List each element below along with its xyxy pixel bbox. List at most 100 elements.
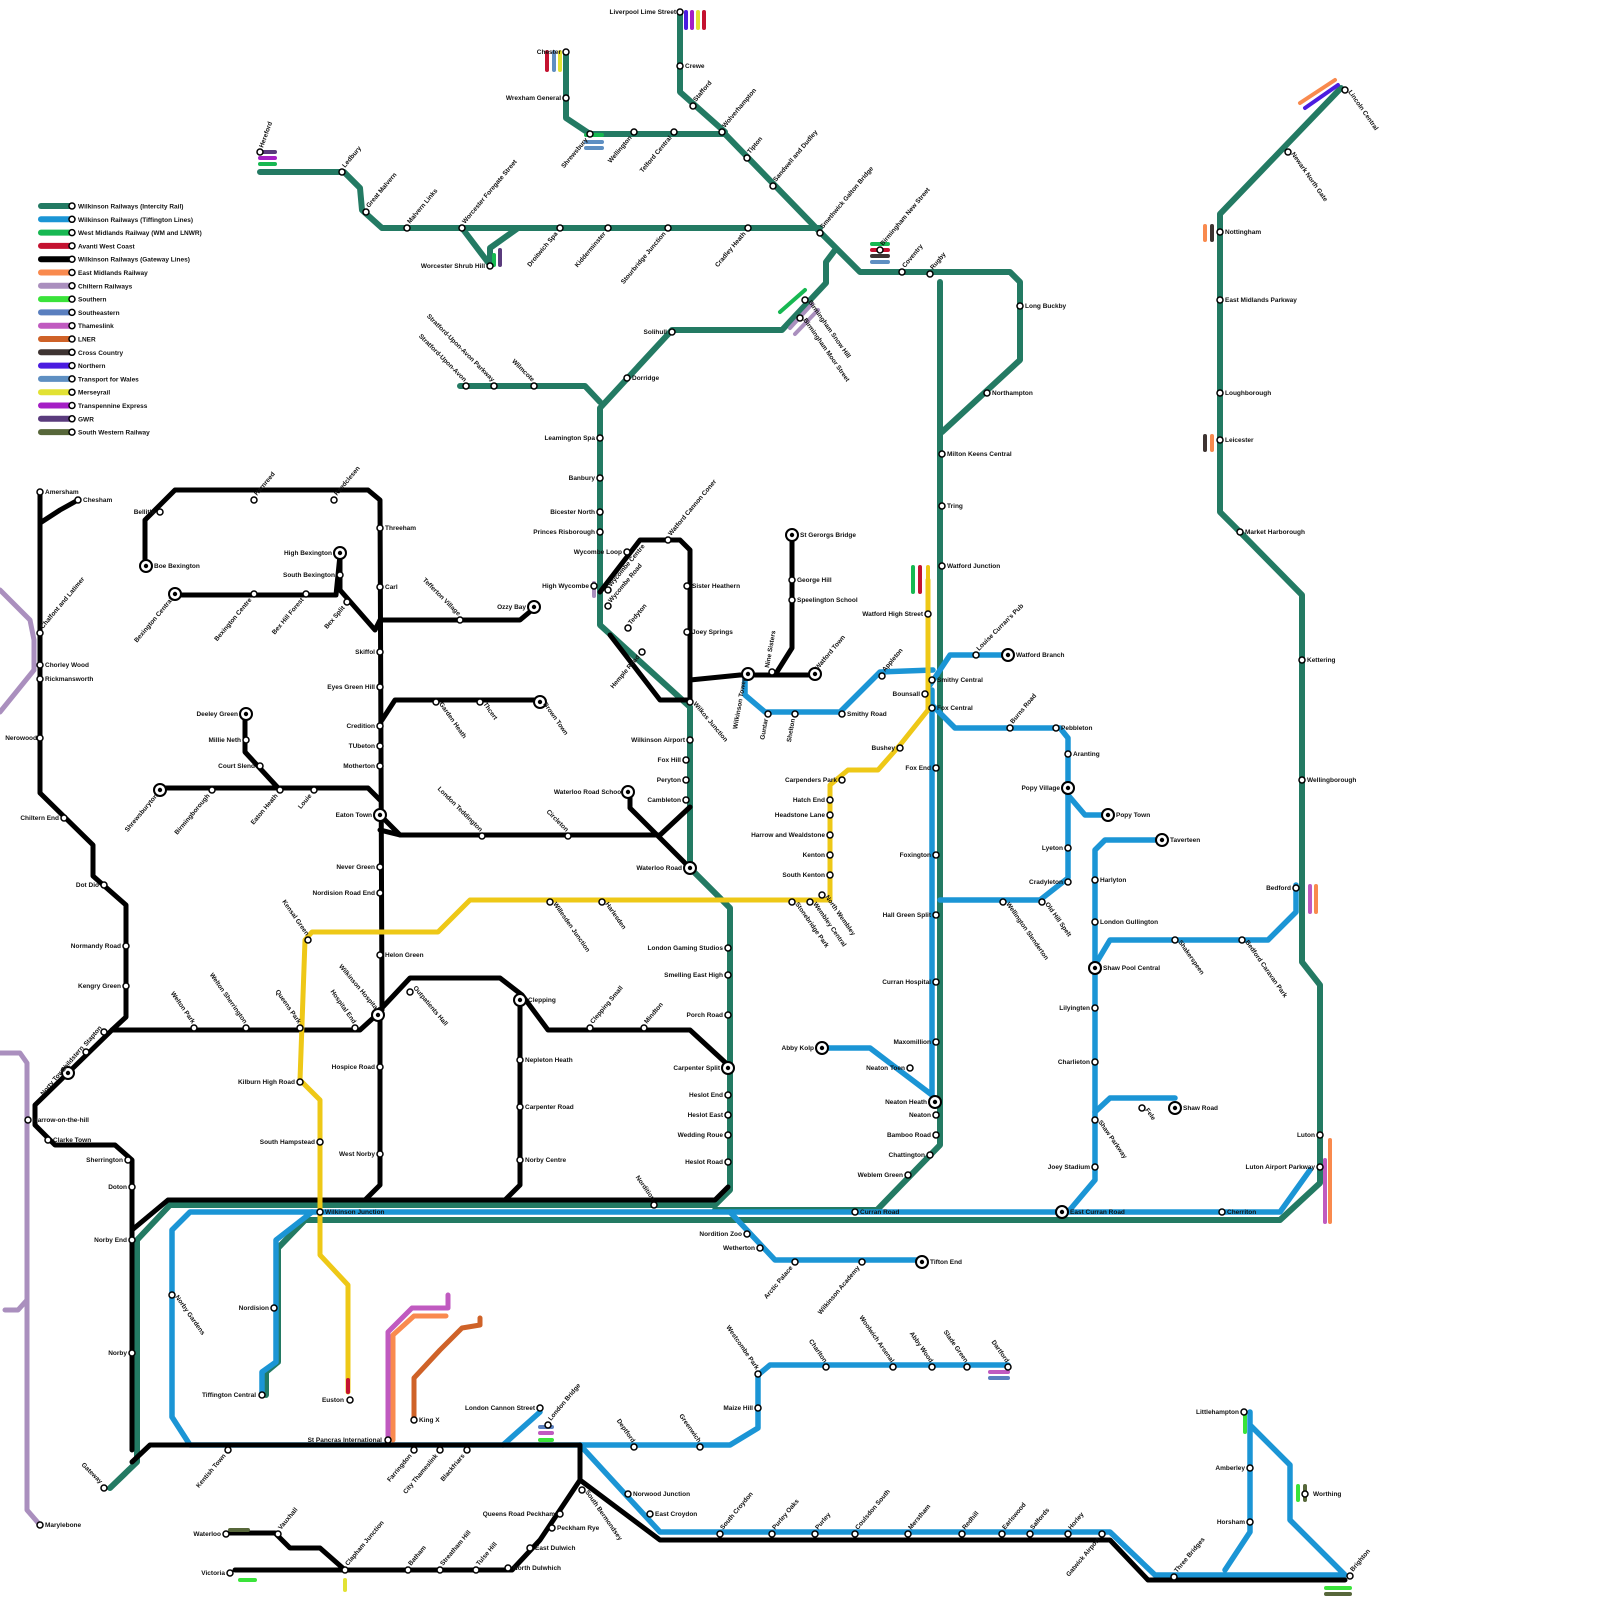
station-marker[interactable] [671,129,677,135]
station-marker[interactable] [757,1245,763,1251]
station-marker[interactable] [641,1025,647,1031]
station-marker[interactable] [839,711,845,717]
station-marker[interactable] [129,1350,135,1356]
station-marker[interactable] [929,1364,935,1370]
station-marker[interactable] [827,812,833,818]
station-marker[interactable] [755,1371,761,1377]
station-marker[interactable] [129,1237,135,1243]
station-marker[interactable] [1217,297,1223,303]
station-marker[interactable] [347,1397,353,1403]
station-marker[interactable] [377,763,383,769]
station-marker[interactable] [251,497,257,503]
station-marker[interactable] [377,890,383,896]
station-marker[interactable] [517,1157,523,1163]
station-marker[interactable] [311,787,317,793]
station-marker[interactable] [557,225,563,231]
station-marker[interactable] [625,625,631,631]
station-marker[interactable] [1017,303,1023,309]
station-marker[interactable] [719,129,725,135]
station-marker[interactable] [933,979,939,985]
station-marker[interactable] [275,1531,281,1537]
station-marker[interactable] [792,1259,798,1265]
station-marker[interactable] [1065,1531,1071,1537]
station-marker[interactable] [1092,919,1098,925]
station-marker[interactable] [1241,1409,1247,1415]
station-marker[interactable] [665,225,671,231]
station-marker[interactable] [271,1305,277,1311]
station-marker[interactable] [243,1025,249,1031]
station-marker[interactable] [479,833,485,839]
station-marker[interactable] [545,1422,551,1428]
station-marker[interactable] [769,1531,775,1537]
station-marker[interactable] [505,1565,511,1571]
station-marker[interactable] [859,1259,865,1265]
station-marker[interactable] [344,599,350,605]
station-marker[interactable] [1099,1531,1105,1537]
station-marker[interactable] [631,129,637,135]
station-marker[interactable] [1092,1005,1098,1011]
station-marker[interactable] [437,1567,443,1573]
station-marker[interactable] [251,591,257,597]
station-marker[interactable] [464,1447,470,1453]
station-marker[interactable] [905,1531,911,1537]
station-marker[interactable] [597,529,603,535]
station-marker[interactable] [1299,777,1305,783]
station-marker[interactable] [964,1364,970,1370]
station-marker[interactable] [899,269,905,275]
station-marker[interactable] [1219,1209,1225,1215]
station-marker[interactable] [597,475,603,481]
station-marker[interactable] [1217,437,1223,443]
station-marker[interactable] [563,49,569,55]
station-marker[interactable] [587,1025,593,1031]
station-marker[interactable] [101,882,107,888]
station-marker[interactable] [1217,229,1223,235]
station-marker[interactable] [405,1567,411,1573]
station-marker[interactable] [411,1417,417,1423]
station-marker[interactable] [690,103,696,109]
station-marker[interactable] [683,757,689,763]
station-marker[interactable] [225,1447,231,1453]
station-marker[interactable] [527,1545,533,1551]
station-marker[interactable] [927,271,933,277]
station-marker[interactable] [907,1065,913,1071]
station-marker[interactable] [631,1444,637,1450]
station-marker[interactable] [922,691,928,697]
station-marker[interactable] [823,1364,829,1370]
station-marker[interactable] [1299,657,1305,663]
station-marker[interactable] [61,815,67,821]
station-marker[interactable] [537,1405,543,1411]
station-marker[interactable] [605,603,611,609]
station-marker[interactable] [725,1132,731,1138]
station-marker[interactable] [665,537,671,543]
station-marker[interactable] [1317,1164,1323,1170]
station-marker[interactable] [925,611,931,617]
station-marker[interactable] [812,1531,818,1537]
station-marker[interactable] [457,617,463,623]
station-marker[interactable] [827,852,833,858]
station-marker[interactable] [755,1405,761,1411]
station-marker[interactable] [37,662,43,668]
station-marker[interactable] [1065,751,1071,757]
station-marker[interactable] [331,497,337,503]
station-marker[interactable] [744,155,750,161]
station-marker[interactable] [717,1531,723,1537]
station-marker[interactable] [725,1092,731,1098]
station-marker[interactable] [624,549,630,555]
station-marker[interactable] [339,169,345,175]
station-marker[interactable] [827,872,833,878]
station-marker[interactable] [770,183,776,189]
station-marker[interactable] [377,649,383,655]
station-marker[interactable] [157,509,163,515]
station-marker[interactable] [411,1447,417,1453]
station-marker[interactable] [725,972,731,978]
station-marker[interactable] [725,1112,731,1118]
station-marker[interactable] [587,131,593,137]
station-marker[interactable] [259,1392,265,1398]
station-marker[interactable] [817,230,823,236]
station-marker[interactable] [725,1159,731,1165]
station-marker[interactable] [1302,1491,1308,1497]
station-marker[interactable] [459,225,465,231]
station-marker[interactable] [531,383,537,389]
station-marker[interactable] [625,1491,631,1497]
station-marker[interactable] [744,1231,750,1237]
